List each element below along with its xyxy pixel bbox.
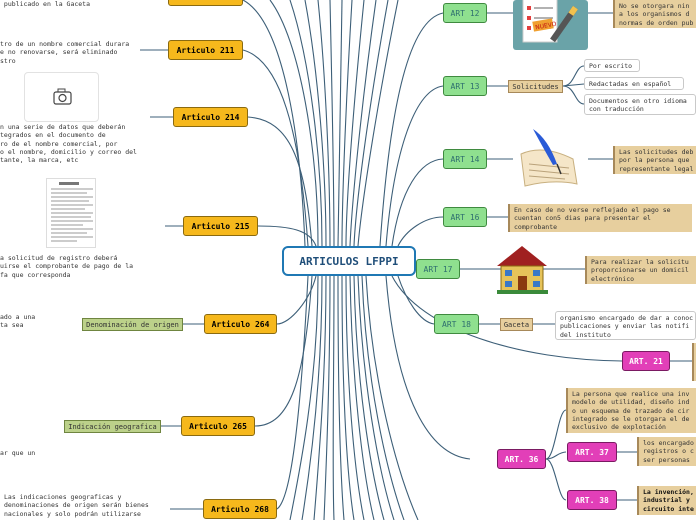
otro-idioma-text: Documentos en otro idioma con traducción bbox=[584, 94, 696, 115]
art-37-text: los encargado registros o c ser personas bbox=[637, 437, 696, 466]
denominacion-origen-label[interactable]: Denominación de origen bbox=[82, 318, 183, 331]
left-node-top[interactable] bbox=[168, 0, 243, 6]
art-12-text: No se otorgara nin a los organismos d no… bbox=[613, 0, 696, 28]
art-14-node[interactable]: ART 14 bbox=[443, 149, 487, 169]
document-image bbox=[46, 178, 96, 248]
indicacion-geografica-label[interactable]: Indicación geografica bbox=[64, 420, 161, 433]
art-17-text: Para realizar la solicitu proporcionarse… bbox=[585, 256, 696, 284]
solicitudes-label[interactable]: Solicitudes bbox=[508, 80, 563, 93]
article-264-node[interactable]: Articulo 264 bbox=[204, 314, 277, 334]
article-265-node[interactable]: Articulo 265 bbox=[181, 416, 255, 436]
article-214-text: n una serie de datos que deberán tegrado… bbox=[0, 123, 137, 165]
house-icon bbox=[497, 246, 548, 294]
art-16-text: En caso de no verse reflejado el pago se… bbox=[508, 204, 692, 232]
art-38-node[interactable]: ART. 38 bbox=[567, 490, 617, 510]
article-215-node[interactable]: Articulo 215 bbox=[183, 216, 258, 236]
central-topic[interactable]: ARTICULOS LFPPI bbox=[282, 246, 416, 276]
redactadas-espanol-text: Redactadas en español bbox=[584, 77, 684, 90]
art-17-node[interactable]: ART 17 bbox=[416, 259, 460, 279]
quill-image bbox=[513, 124, 588, 194]
svg-text:NUEVO: NUEVO bbox=[535, 21, 558, 32]
art-21-node[interactable]: ART. 21 bbox=[622, 351, 670, 371]
article-268-node[interactable]: Articulo 268 bbox=[203, 499, 277, 519]
article-211-text: tro de un nombre comercial durara e no r… bbox=[0, 40, 130, 65]
article-268-text: Las indicaciones geograficas y denominac… bbox=[4, 493, 149, 518]
art-18-text: organismo encargado de dar a conoc publi… bbox=[555, 311, 696, 340]
art-38-text: La invención, industrial y circuito inte bbox=[637, 486, 696, 515]
article-211-node[interactable]: Articulo 211 bbox=[168, 40, 243, 60]
article-265-text: ar que un bbox=[0, 449, 36, 457]
art-36-text: La persona que realice una inv modelo de… bbox=[566, 388, 696, 433]
art-12-node[interactable]: ART 12 bbox=[443, 3, 487, 23]
article-264-text: ado a una ta sea bbox=[0, 313, 36, 330]
art-16-node[interactable]: ART 16 bbox=[443, 207, 487, 227]
article-214-node[interactable]: Articulo 214 bbox=[173, 107, 248, 127]
quill-icon bbox=[520, 129, 578, 187]
camera-icon bbox=[53, 88, 72, 105]
article-215-text: a solicitud de registro deberá uirse el … bbox=[0, 254, 134, 279]
house-image bbox=[495, 244, 550, 296]
art-18-node[interactable]: ART 18 bbox=[434, 314, 479, 334]
art-37-node[interactable]: ART. 37 bbox=[567, 442, 617, 462]
art-13-node[interactable]: ART 13 bbox=[443, 76, 487, 96]
art-36-node[interactable]: ART. 36 bbox=[497, 449, 546, 469]
document-icon bbox=[51, 182, 93, 242]
art-21-text bbox=[692, 343, 696, 381]
image-placeholder[interactable] bbox=[24, 72, 99, 122]
checklist-image: NUEVO bbox=[513, 0, 588, 50]
checklist-icon: NUEVO bbox=[522, 0, 578, 43]
gaceta-text: publicado en la Gaceta bbox=[0, 0, 91, 8]
gaceta-label[interactable]: Gaceta bbox=[500, 318, 533, 331]
por-escrito-text: Por escrito bbox=[584, 59, 640, 72]
art-14-text: Las solicitudes deb por la persona que r… bbox=[613, 146, 696, 174]
